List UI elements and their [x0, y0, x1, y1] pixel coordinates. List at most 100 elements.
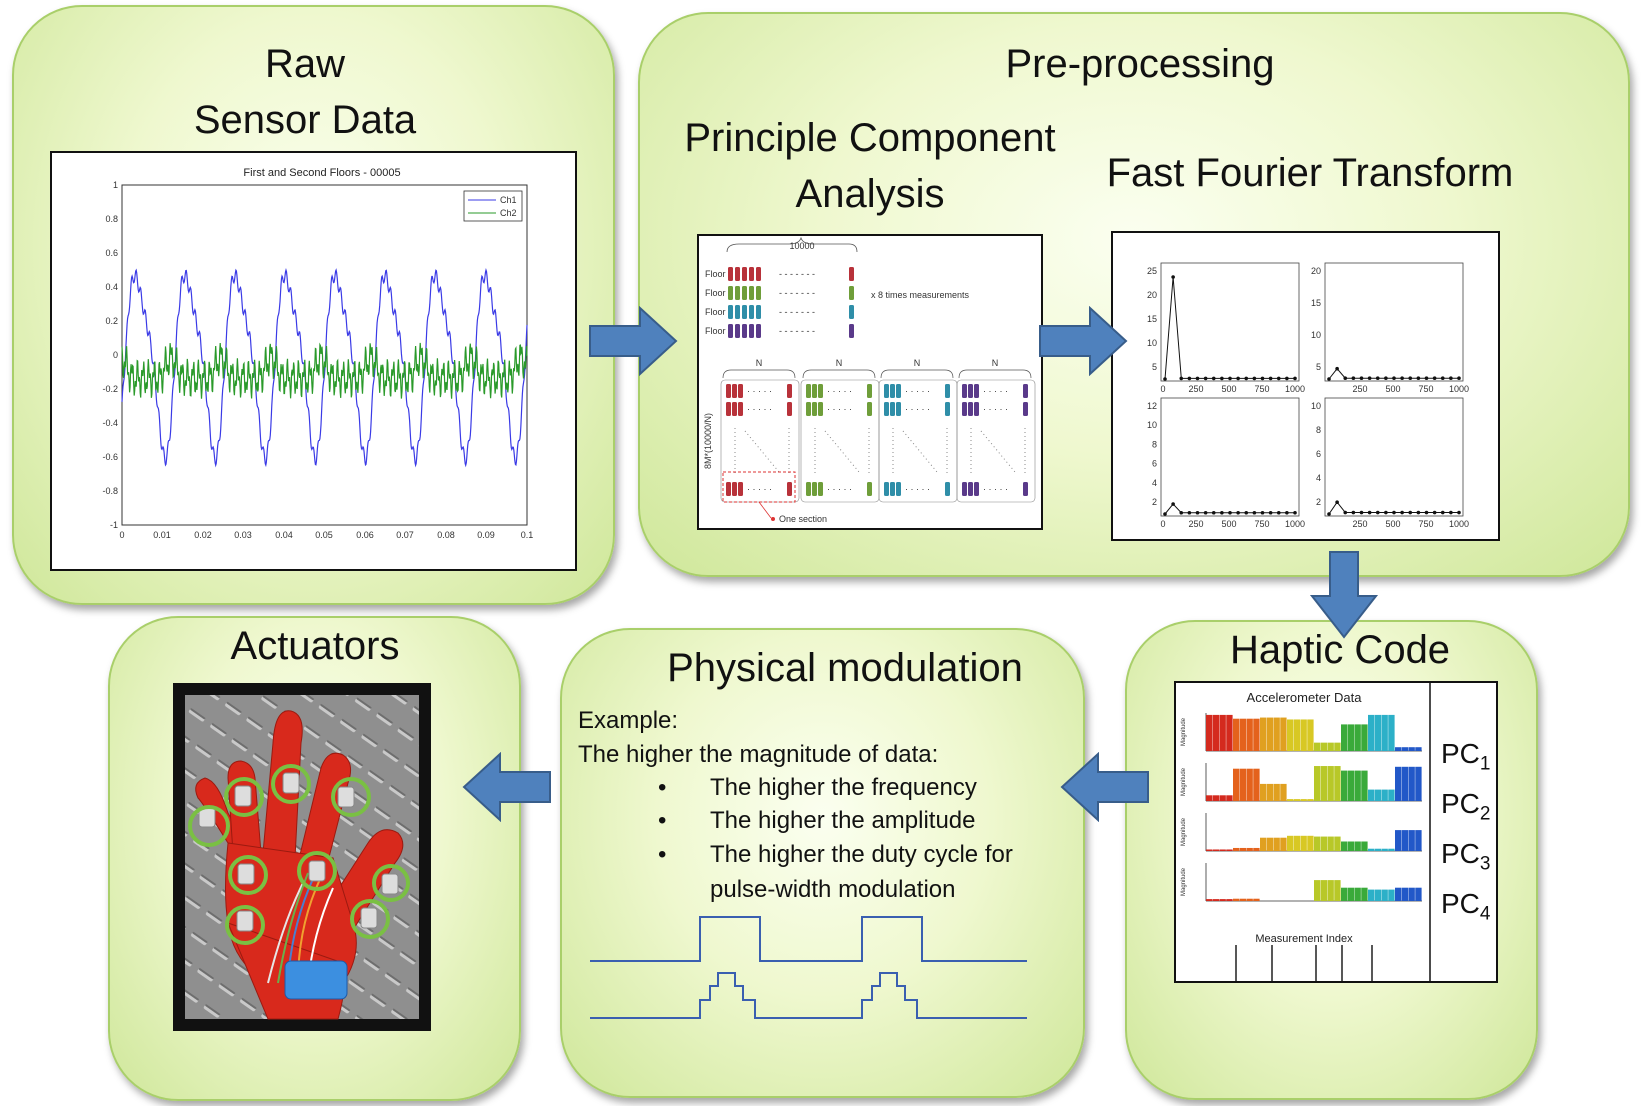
haptic-x-label: Measurement Index — [1255, 933, 1353, 945]
pc2-sub: 2 — [1479, 803, 1491, 825]
haptic-bar — [1388, 714, 1395, 751]
pca-n-label-2: N — [836, 358, 843, 368]
fft-x-tick: 750 — [1418, 384, 1433, 394]
pca-block — [867, 384, 872, 398]
pca-dots: · · · · · — [905, 484, 930, 494]
pca-block — [818, 402, 823, 416]
actuators-title: Actuators — [230, 624, 400, 668]
pca-block — [812, 482, 817, 496]
pca-block — [849, 286, 854, 300]
pca-dots: · · · · · — [983, 404, 1008, 414]
pca-block — [884, 482, 889, 496]
y-tick: -0.4 — [102, 418, 118, 428]
fft-x-tick: 1000 — [1285, 384, 1305, 394]
ch2-series-line — [121, 342, 528, 399]
haptic-bar — [1408, 830, 1415, 851]
y-tick: -1 — [110, 520, 118, 530]
fft-plot-frame — [1160, 262, 1300, 382]
haptic-bar — [1253, 847, 1260, 851]
haptic-bar — [1361, 770, 1368, 801]
pca-dots: · · · · · — [827, 484, 852, 494]
pca-block — [896, 384, 901, 398]
haptic-bar — [1260, 717, 1267, 751]
haptic-bar — [1408, 887, 1415, 901]
haptic-bar — [1374, 848, 1382, 851]
arrow-haptic-to-physical — [1060, 752, 1149, 822]
pca-block — [945, 402, 950, 416]
floor-2-label: Floor 2 — [705, 288, 733, 298]
pca-dots: - - - - - - - — [779, 326, 815, 336]
haptic-bar — [1395, 747, 1402, 751]
pwm-waveform-stepped — [590, 972, 1027, 1019]
fft-x-tick: 500 — [1221, 384, 1236, 394]
actuator-ring-1 — [188, 805, 230, 847]
x-tick: 0 — [119, 530, 124, 540]
pc4-sub: 4 — [1479, 903, 1491, 925]
pca-block — [756, 305, 761, 319]
pwm-waveform-square — [590, 916, 1027, 962]
pca-block — [732, 402, 737, 416]
pca-block — [968, 402, 973, 416]
haptic-bar — [1381, 714, 1388, 751]
haptic-bar — [1401, 747, 1409, 751]
pca-dots: · · · · · — [747, 386, 772, 396]
pca-n-label-1: N — [756, 358, 763, 368]
pca-block — [818, 384, 823, 398]
pca-title: Principle Component Analysis — [684, 116, 1056, 216]
actuator-ring-2 — [224, 777, 264, 817]
haptic-bar — [1395, 766, 1402, 801]
pca-group-frame — [956, 379, 1036, 503]
pca-block — [787, 384, 792, 398]
haptic-bar — [1354, 724, 1361, 751]
pca-block — [728, 305, 733, 319]
haptic-bar — [1273, 837, 1280, 851]
haptic-bar — [1293, 799, 1301, 801]
haptic-bar — [1327, 742, 1334, 751]
pca-block — [742, 305, 747, 319]
pca-block — [818, 482, 823, 496]
x-tick: 0.02 — [194, 530, 212, 540]
pc3-base: PC — [1441, 838, 1480, 869]
pca-block — [968, 482, 973, 496]
pca-dots: · · · · · — [747, 484, 772, 494]
pca-dots: · · · · · — [827, 386, 852, 396]
pca-one-section-label: One section — [779, 514, 827, 524]
haptic-bar — [1233, 718, 1240, 751]
pca-block — [787, 482, 792, 496]
raw-legend: Ch1 Ch2 — [463, 190, 523, 222]
haptic-bar — [1293, 719, 1301, 751]
actuator-ring-4 — [331, 777, 371, 817]
haptic-y-label: Magnitude — [1181, 767, 1187, 796]
haptic-bar — [1314, 766, 1321, 801]
fft-y-tick: 5 — [1152, 362, 1157, 372]
pca-svg: 10000 Floor 1 Floor 2 Floor 3 Floor 4 x … — [703, 236, 1036, 524]
x-tick: 0.03 — [234, 530, 252, 540]
haptic-bar — [1314, 836, 1321, 851]
haptic-bar — [1206, 714, 1213, 751]
haptic-bar — [1246, 768, 1253, 801]
floor-1-label: Floor 1 — [705, 269, 733, 279]
pc1-base: PC — [1441, 738, 1480, 769]
haptic-bar — [1226, 714, 1233, 751]
haptic-bar — [1341, 887, 1348, 901]
haptic-bar — [1334, 880, 1341, 901]
haptic-bar — [1374, 714, 1382, 751]
pca-block — [896, 482, 901, 496]
arrow-raw-to-pca — [589, 306, 678, 376]
haptic-bar — [1273, 783, 1280, 801]
pca-block — [735, 267, 740, 281]
haptic-bar — [1347, 724, 1355, 751]
haptic-bar — [1219, 714, 1226, 751]
haptic-y-label: Magnitude — [1181, 867, 1187, 896]
legend-ch2-label: Ch2 — [500, 208, 517, 218]
haptic-bar — [1388, 848, 1395, 851]
wrist-strap — [284, 960, 348, 1000]
fft-y-tick: 8 — [1152, 439, 1157, 449]
pca-block — [728, 267, 733, 281]
pca-dots: · · · · · — [827, 404, 852, 414]
haptic-bar — [1226, 849, 1233, 851]
bullet-dot-2: • — [658, 807, 667, 834]
haptic-bar — [1341, 770, 1348, 801]
haptic-bar — [1361, 724, 1368, 751]
pc3-label: PC3 — [1441, 838, 1490, 876]
